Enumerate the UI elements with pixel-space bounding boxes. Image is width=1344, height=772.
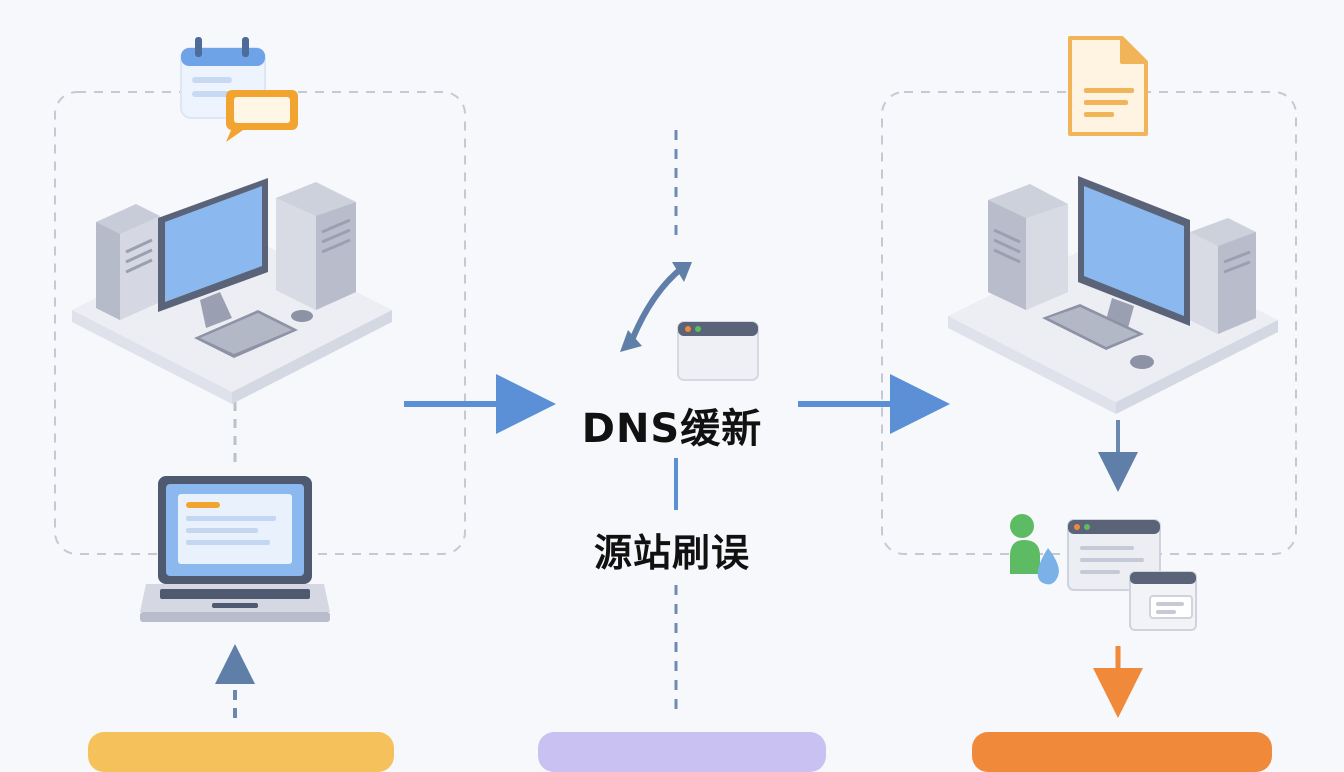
dns-label: DNS缓新 (581, 406, 763, 452)
bottom-tab-left (88, 732, 394, 772)
browser-window-icon (677, 321, 759, 381)
chat-bubble-icon (226, 90, 298, 142)
sync-arrows-icon (620, 262, 692, 352)
bottom-tab-right (972, 732, 1272, 772)
user-icon (1010, 514, 1040, 574)
desktop-workstation-icon (948, 176, 1278, 414)
water-drop-icon (1037, 548, 1059, 585)
workflow-diagram (54, 36, 1297, 718)
document-icon (1068, 36, 1148, 136)
origin-label: 源站刷误 (593, 531, 750, 575)
laptop-icon (140, 476, 330, 622)
bottom-tab-middle (538, 732, 826, 772)
desktop-workstation-icon (72, 178, 392, 404)
left-group-frame (54, 91, 466, 555)
browser-windows-icon (1067, 519, 1197, 631)
